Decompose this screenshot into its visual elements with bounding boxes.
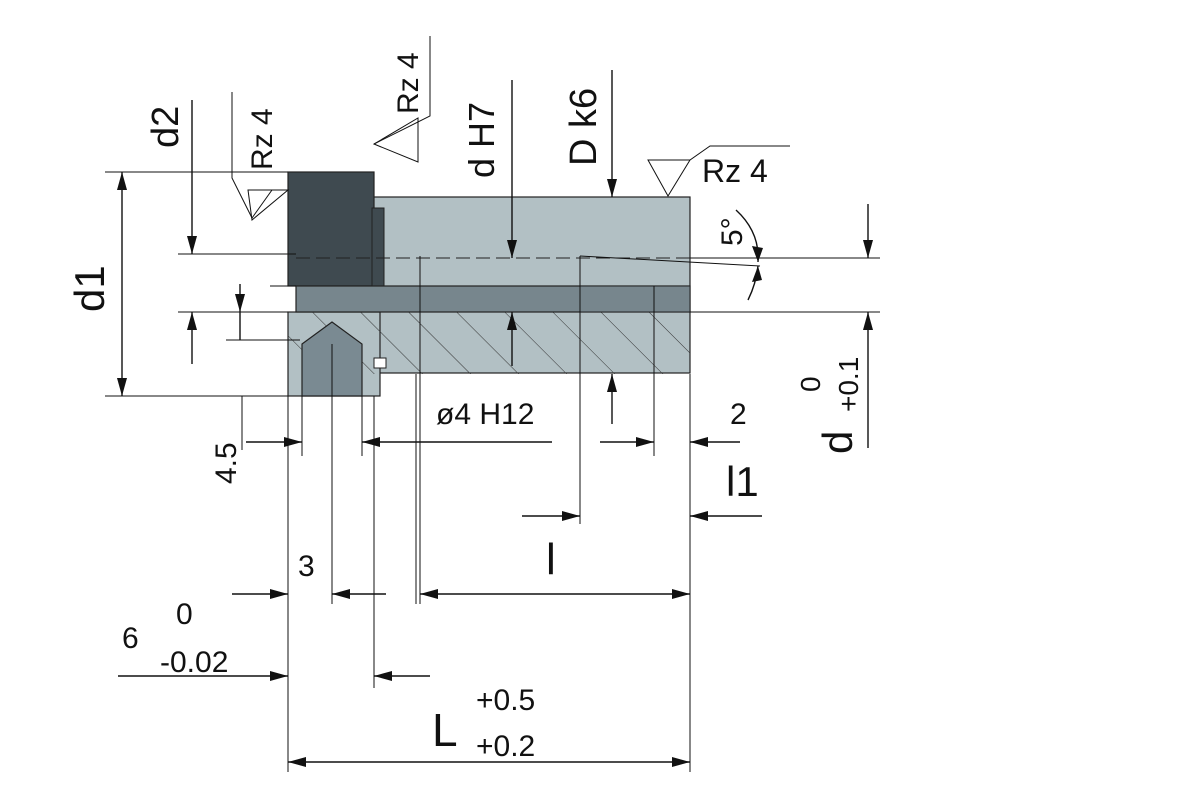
roughness-symbols bbox=[231, 36, 790, 221]
label-d-k6: D k6 bbox=[563, 88, 605, 166]
label-tol-6-upper: 0 bbox=[176, 598, 193, 631]
label-rz-right: Rz 4 bbox=[702, 153, 768, 189]
label-d-h7: d H7 bbox=[461, 102, 502, 178]
label-dim-6: 6 bbox=[122, 622, 139, 655]
label-l1: l1 bbox=[726, 458, 759, 505]
dimension-lines bbox=[105, 70, 880, 772]
part bbox=[287, 171, 761, 397]
groove bbox=[371, 207, 385, 287]
label-tol-d-lower: +0.1 bbox=[833, 357, 864, 412]
label-tol-L-upper: +0.5 bbox=[476, 684, 535, 717]
label-angle: 5° bbox=[716, 217, 749, 246]
label-dim-4-5: 4.5 bbox=[210, 442, 243, 484]
label-hole: ø4 H12 bbox=[436, 398, 534, 431]
label-L: L bbox=[432, 704, 458, 756]
label-rz-top: Rz 4 bbox=[392, 52, 425, 114]
label-dim-3: 3 bbox=[298, 550, 315, 583]
taper-line bbox=[579, 255, 761, 267]
text-labels: d2 d1 Rz 4 Rz 4 Rz 4 d H7 D k6 5° ø4 H12… bbox=[66, 52, 864, 763]
label-tol-6-lower: -0.02 bbox=[160, 646, 228, 679]
label-d-right: d bbox=[814, 431, 861, 454]
label-tol-d-upper: 0 bbox=[795, 376, 826, 392]
label-rz-left: Rz 4 bbox=[246, 108, 279, 170]
undercut bbox=[373, 357, 387, 369]
label-l: l bbox=[546, 535, 556, 584]
label-d1: d1 bbox=[66, 265, 113, 312]
label-dim-2: 2 bbox=[730, 398, 747, 431]
label-d2: d2 bbox=[145, 106, 187, 148]
label-tol-L-lower: +0.2 bbox=[476, 730, 535, 763]
bore-taper bbox=[579, 285, 691, 313]
collar bbox=[287, 171, 375, 287]
